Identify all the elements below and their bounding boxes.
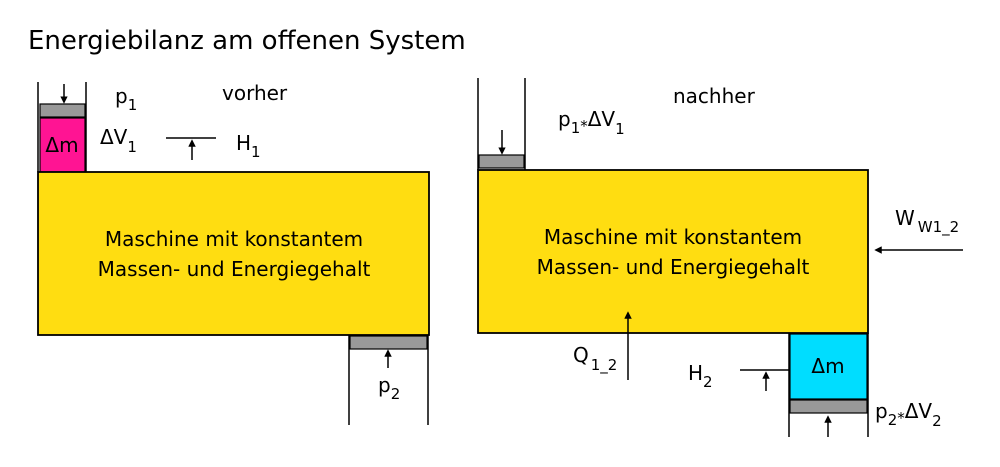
- p2-dv2-label: p2*ΔV2: [875, 399, 942, 430]
- p1-dv1-label: p1*ΔV1: [558, 107, 625, 138]
- machine-text-line1-before: Maschine mit konstantem: [105, 227, 363, 251]
- mass-label-after: Δm: [811, 354, 844, 378]
- machine-after: [477, 169, 869, 334]
- before-state: Δm p1 ΔV1 vorher H1 Maschine mit konstan…: [37, 81, 430, 425]
- heading-before: vorher: [222, 81, 288, 105]
- machine-text-line1-after: Maschine mit konstantem: [544, 225, 802, 249]
- heading-after: nachher: [673, 84, 756, 108]
- diagram-title: Energiebilanz am offenen System: [28, 26, 466, 56]
- mass-label-before: Δm: [45, 133, 78, 157]
- outlet-piston-before: [349, 335, 428, 350]
- inlet-piston-after: [478, 154, 525, 169]
- h1-label: H1: [236, 131, 261, 161]
- outlet-piston-after: [789, 399, 868, 414]
- p2-label: p2: [378, 373, 400, 403]
- mass-element-before: [39, 117, 86, 173]
- p1-label: p1: [115, 84, 137, 114]
- dv1-label: ΔV1: [100, 125, 137, 156]
- machine-text-line2-after: Massen- und Energiegehalt: [537, 255, 810, 279]
- inlet-piston: [39, 103, 86, 118]
- machine-before: [37, 171, 430, 336]
- h2-label: H2: [688, 361, 713, 391]
- machine-text-line2-before: Massen- und Energiegehalt: [98, 257, 371, 281]
- mass-element-after: [789, 333, 868, 400]
- after-state: p1*ΔV1 nachher Maschine mit konstantem M…: [477, 78, 963, 437]
